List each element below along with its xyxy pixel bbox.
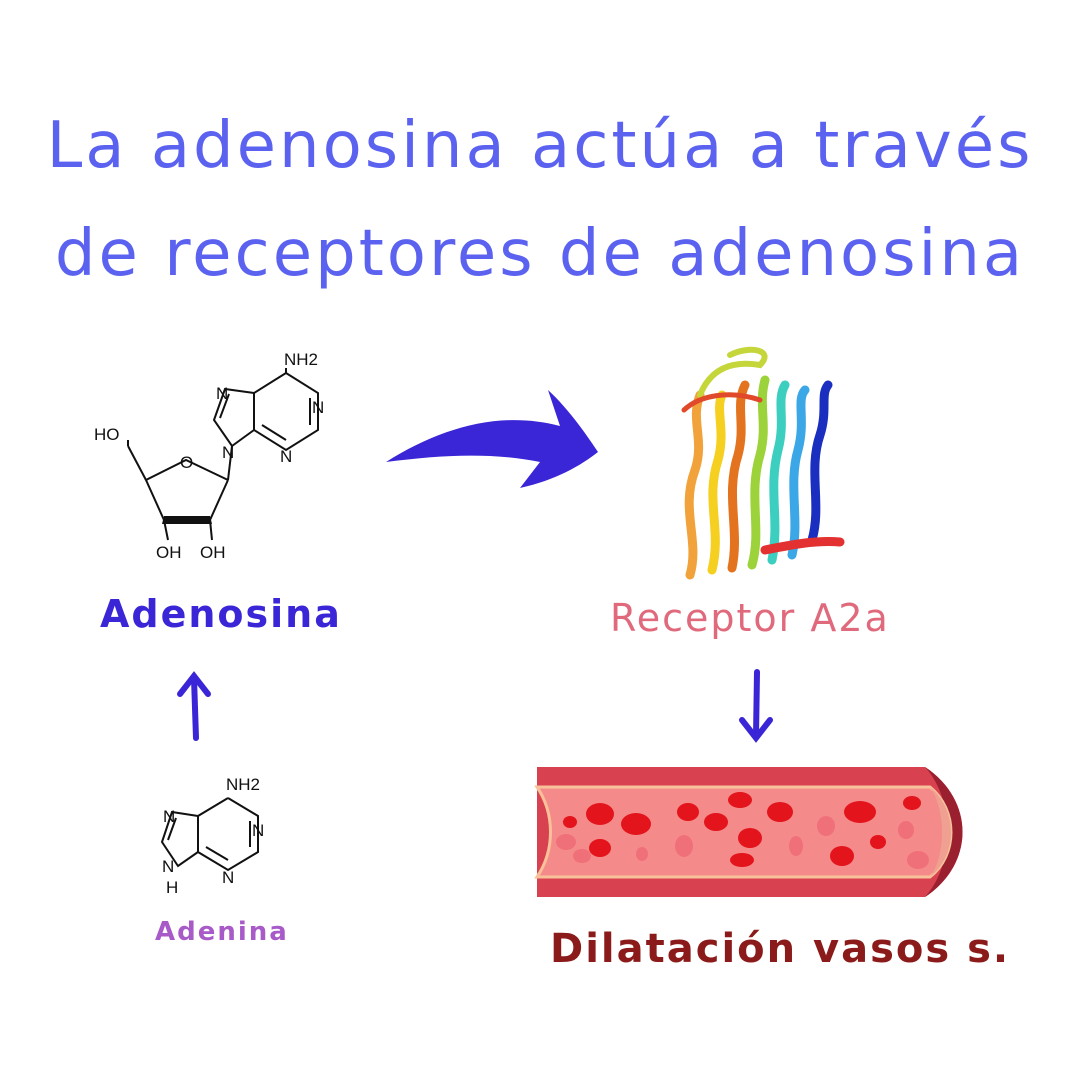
- blood-cell: [870, 835, 886, 849]
- blood-cell-pale: [556, 834, 576, 850]
- page-title: La adenosina actúa a través de receptore…: [0, 92, 1080, 308]
- atom-n: N: [222, 868, 234, 887]
- blood-cell-pale: [573, 849, 591, 863]
- atom-n: N: [252, 821, 264, 840]
- blood-cell: [767, 802, 793, 822]
- receptor-helices: [681, 346, 845, 580]
- atom-n: N: [216, 384, 228, 403]
- blood-cell: [563, 816, 577, 828]
- atom-n: N: [162, 857, 174, 876]
- receptor-label: Receptor A2a: [610, 596, 890, 640]
- blood-cell: [730, 853, 754, 867]
- atom-oh: OH: [156, 543, 182, 562]
- blood-cell: [704, 813, 728, 831]
- atom-n: N: [280, 447, 292, 466]
- title-line-2: de receptores de adenosina: [54, 217, 1026, 291]
- blood-cell-pale: [675, 835, 693, 857]
- ribose-wedge: [162, 516, 212, 524]
- vessel-end-shade: [925, 767, 963, 897]
- blood-cell: [903, 796, 921, 810]
- atom-n: N: [163, 807, 175, 826]
- adenine-label: Adenina: [155, 917, 289, 947]
- adenine-bonds: [160, 797, 259, 872]
- red-blood-cells: [556, 792, 929, 869]
- blood-cell: [728, 792, 752, 808]
- atom-nh2: NH2: [226, 775, 260, 794]
- atom-n: N: [312, 398, 324, 417]
- blood-cell-pale: [789, 836, 803, 856]
- curved-arrow: [386, 390, 598, 488]
- blood-cell-pale: [817, 816, 835, 836]
- blood-cell-pale: [636, 847, 648, 861]
- atom-h: H: [166, 878, 178, 897]
- blood-cell-pale: [898, 821, 914, 839]
- vasodilation-label: Dilatación vasos s.: [550, 926, 1011, 972]
- adenosine-bonds: [127, 368, 319, 541]
- blood-cell: [589, 839, 611, 857]
- atom-nh2: NH2: [284, 350, 318, 369]
- blood-cell-pale: [907, 851, 929, 869]
- blood-cell: [830, 846, 854, 866]
- blood-cell: [738, 828, 762, 848]
- atom-o: O: [180, 453, 193, 472]
- vessel-lumen-end: [930, 787, 951, 877]
- atom-ho: HO: [94, 425, 120, 444]
- blood-cell: [677, 803, 699, 821]
- atom-n: N: [222, 443, 234, 462]
- title-line-1: La adenosina actúa a través: [46, 109, 1034, 183]
- blood-cell: [844, 801, 876, 823]
- blood-cell: [586, 803, 614, 825]
- down-arrow: [739, 669, 773, 743]
- up-arrow: [177, 671, 211, 741]
- blood-cell: [621, 813, 651, 835]
- adenosine-label: Adenosina: [100, 592, 342, 636]
- atom-oh: OH: [200, 543, 226, 562]
